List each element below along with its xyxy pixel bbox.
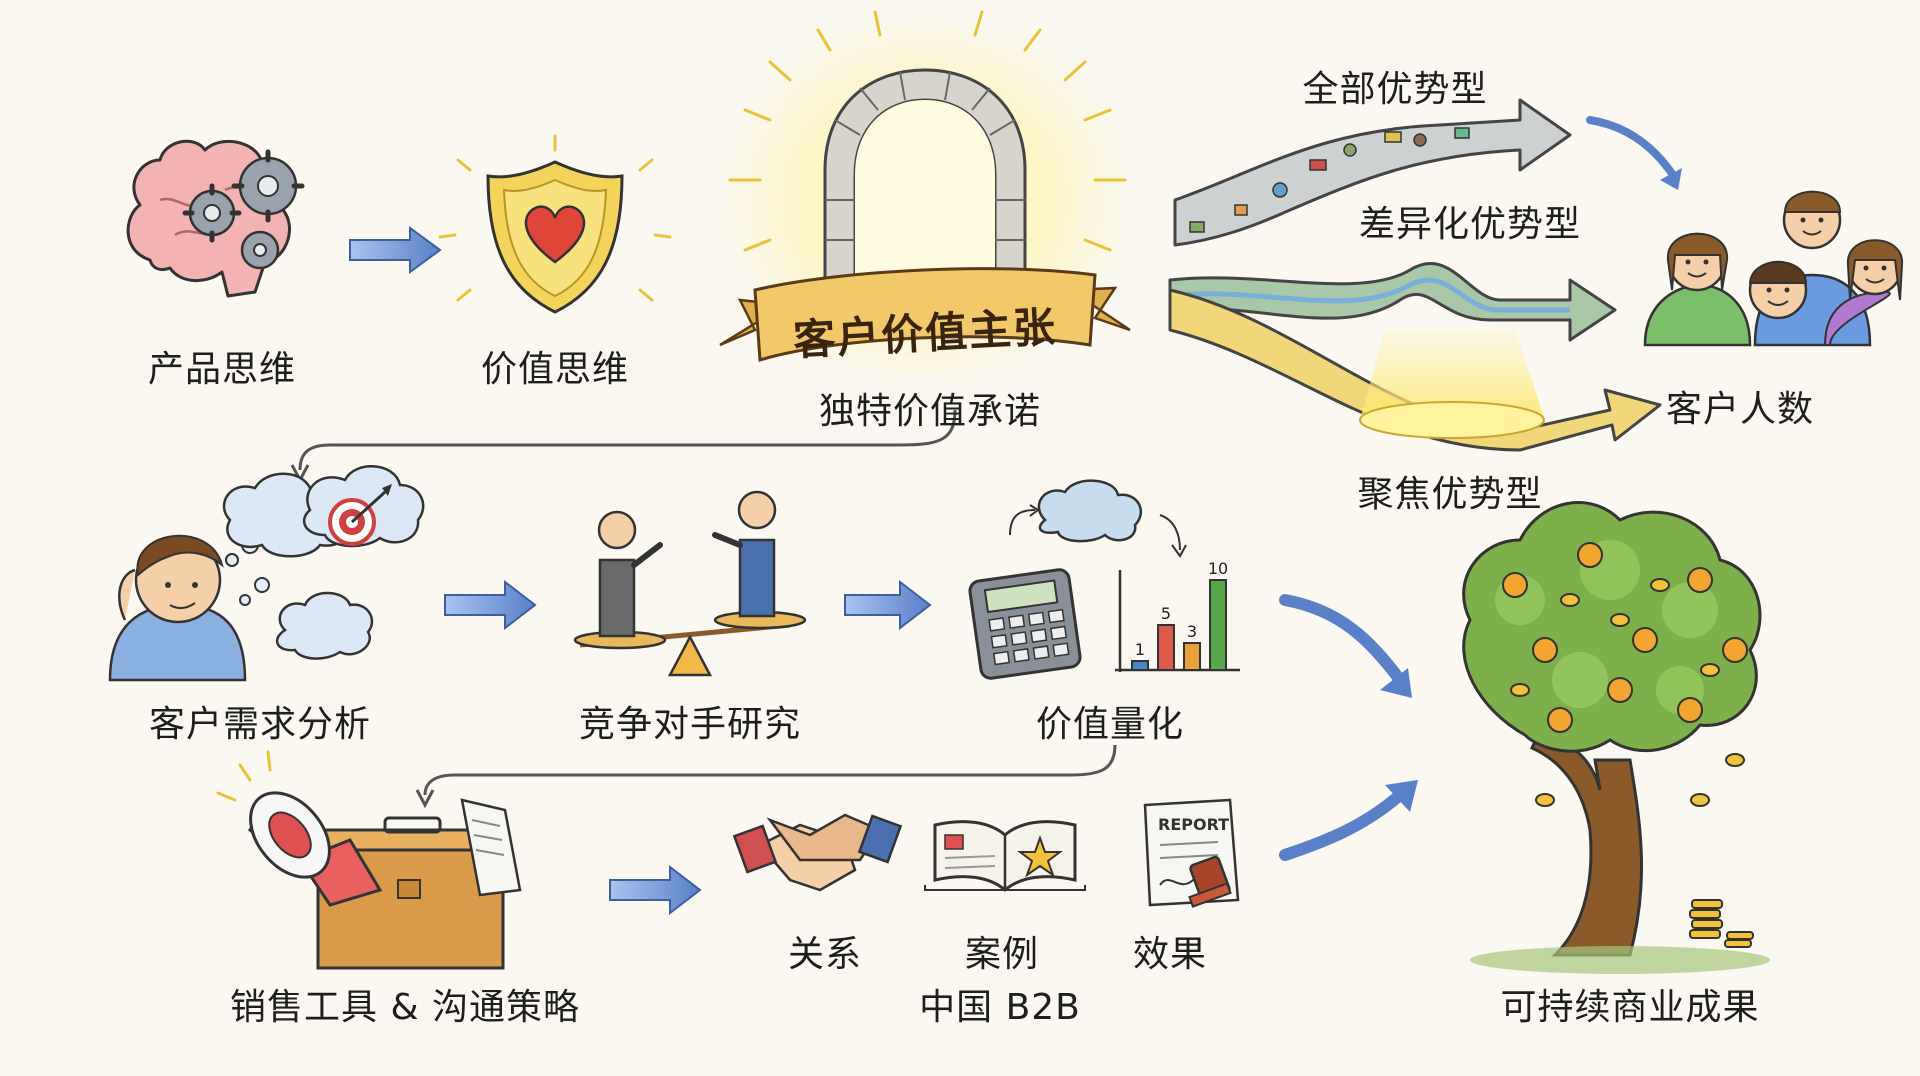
- bar-value-label: 1: [1135, 640, 1145, 659]
- customer-count-label: 客户人数: [1666, 380, 1814, 432]
- brain-gears-icon: [128, 141, 302, 296]
- competitor-research-label: 竞争对手研究: [579, 695, 801, 747]
- balance-scale-icon: [575, 492, 805, 675]
- handshake-icon: [734, 815, 900, 890]
- unique-value-promise-label: 独特价值承诺: [819, 382, 1041, 434]
- flow-arrow: [445, 582, 535, 628]
- flow-arrow: [1285, 600, 1400, 680]
- report-stamp-icon: REPORT: [1145, 800, 1238, 907]
- calculator-icon: [969, 481, 1186, 680]
- sales-tools-label: 销售工具 & 沟通策略: [230, 978, 580, 1030]
- bar-value-label: 10: [1208, 559, 1228, 578]
- chart-bar: [1132, 661, 1148, 670]
- focused-label: 聚焦优势型: [1357, 465, 1542, 517]
- differentiated-label: 差异化优势型: [1359, 195, 1581, 247]
- bar-chart-icon: 153 10: [1115, 559, 1240, 672]
- relationship-label: 关系: [788, 925, 862, 977]
- strategy-paths: [1170, 100, 1682, 450]
- flow-arrow: [610, 867, 700, 913]
- chart-bar: [1184, 643, 1200, 670]
- open-book-icon: [925, 822, 1085, 890]
- report-label: REPORT: [1158, 815, 1229, 834]
- chart-bar: [1158, 625, 1174, 670]
- heart-shield-icon: [440, 136, 670, 312]
- product-thinking-label: 产品思维: [148, 340, 296, 392]
- value-quantification-label: 价值量化: [1036, 695, 1184, 747]
- connector-curve: [425, 745, 1115, 795]
- flow-arrow: [1285, 795, 1400, 855]
- customer-needs-label: 客户需求分析: [149, 695, 371, 747]
- bar-value-label: 3: [1187, 622, 1197, 641]
- flow-arrow: [350, 228, 440, 272]
- chart-bar: [1210, 580, 1226, 670]
- all-advantage-label: 全部优势型: [1302, 60, 1487, 112]
- china-b2b-label: 中国 B2B: [919, 978, 1081, 1030]
- effect-label: 效果: [1133, 925, 1207, 977]
- flow-arrow: [845, 582, 930, 628]
- cases-label: 案例: [965, 925, 1039, 977]
- money-tree-icon: [1464, 503, 1770, 974]
- sustainable-results-label: 可持续商业成果: [1500, 978, 1759, 1030]
- people-group-icon: [1645, 192, 1902, 345]
- bar-value-label: 5: [1161, 604, 1171, 623]
- value-thinking-label: 价值思维: [481, 340, 629, 392]
